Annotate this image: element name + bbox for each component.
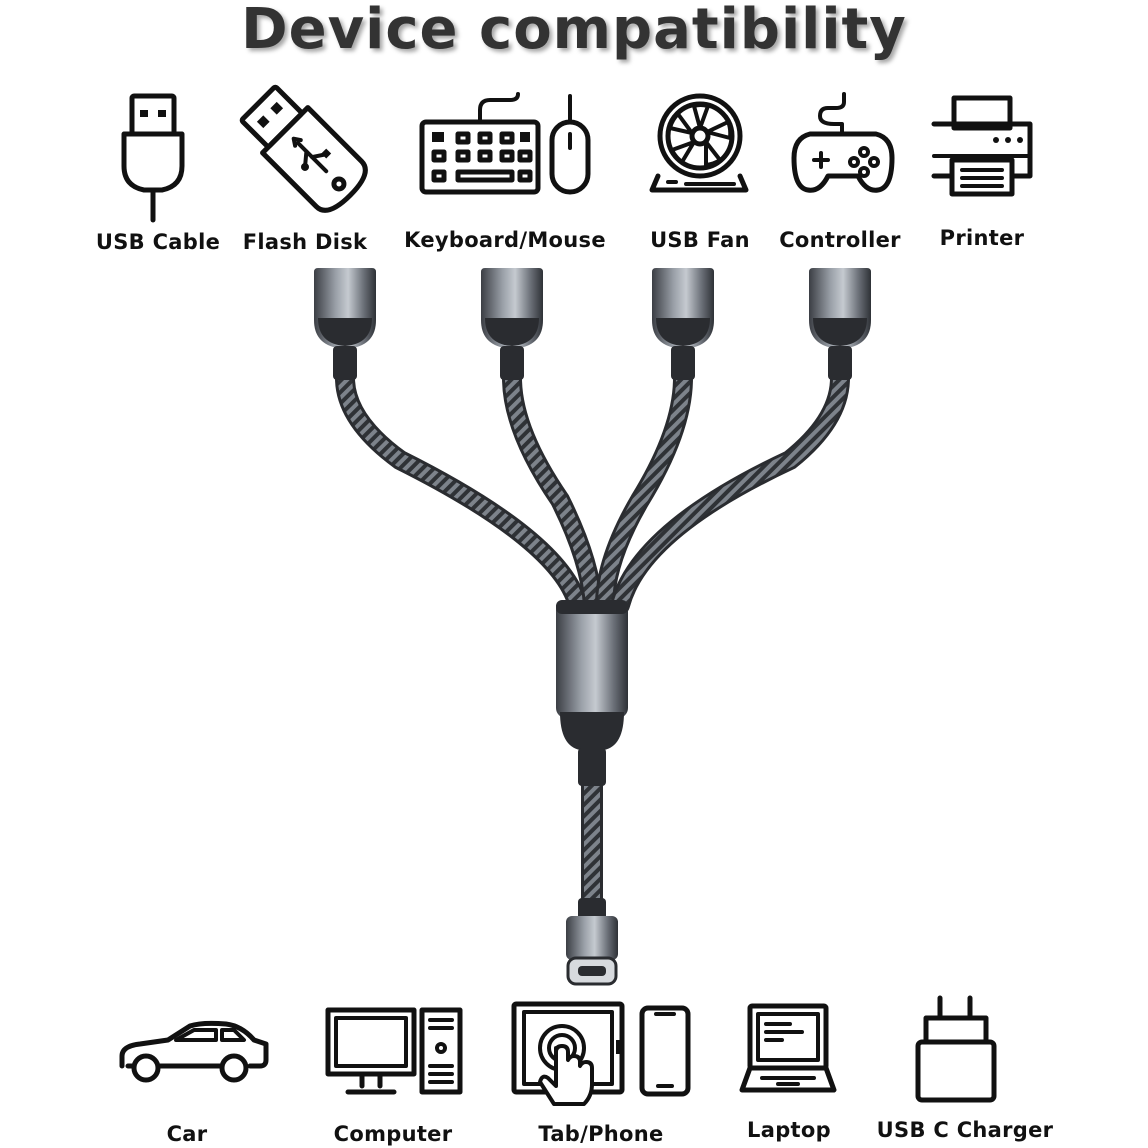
usb-plug-icon: [121, 93, 185, 223]
usb-a-female-connector: [481, 268, 543, 380]
keyboard-mouse-icon: [419, 92, 591, 195]
laptop-icon: [739, 1003, 837, 1093]
flash-drive-icon: [239, 84, 368, 213]
device-label-flash-disk: Flash Disk: [242, 230, 368, 254]
device-label-car: Car: [166, 1122, 208, 1146]
device-label-usb-c-charger: USB C Charger: [876, 1118, 1054, 1142]
car-icon: [119, 1020, 269, 1083]
usb-a-female-connector: [809, 268, 871, 380]
charger-icon: [915, 995, 997, 1103]
device-label-computer: Computer: [333, 1122, 453, 1146]
device-label-laptop: Laptop: [747, 1118, 831, 1142]
usb-c-connector: [566, 898, 618, 986]
device-label-usb-fan: USB Fan: [650, 228, 750, 252]
device-label-printer: Printer: [939, 226, 1025, 250]
device-label-tab-phone: Tab/Phone: [538, 1122, 664, 1146]
splitter-hub: [556, 600, 628, 786]
page-title: Device compatibility: [241, 0, 907, 62]
device-label-usb-cable: USB Cable: [95, 230, 221, 254]
usb-a-female-connector: [314, 268, 376, 380]
fan-icon: [649, 93, 749, 193]
desktop-computer-icon: [325, 1007, 463, 1095]
usb-a-female-connector: [652, 268, 714, 380]
gamepad-icon: [791, 92, 895, 193]
tablet-phone-icon: [511, 1001, 691, 1106]
device-label-controller: Controller: [779, 228, 901, 252]
printer-icon: [931, 95, 1033, 197]
device-label-keyboard-mouse: Keyboard/Mouse: [404, 228, 606, 252]
